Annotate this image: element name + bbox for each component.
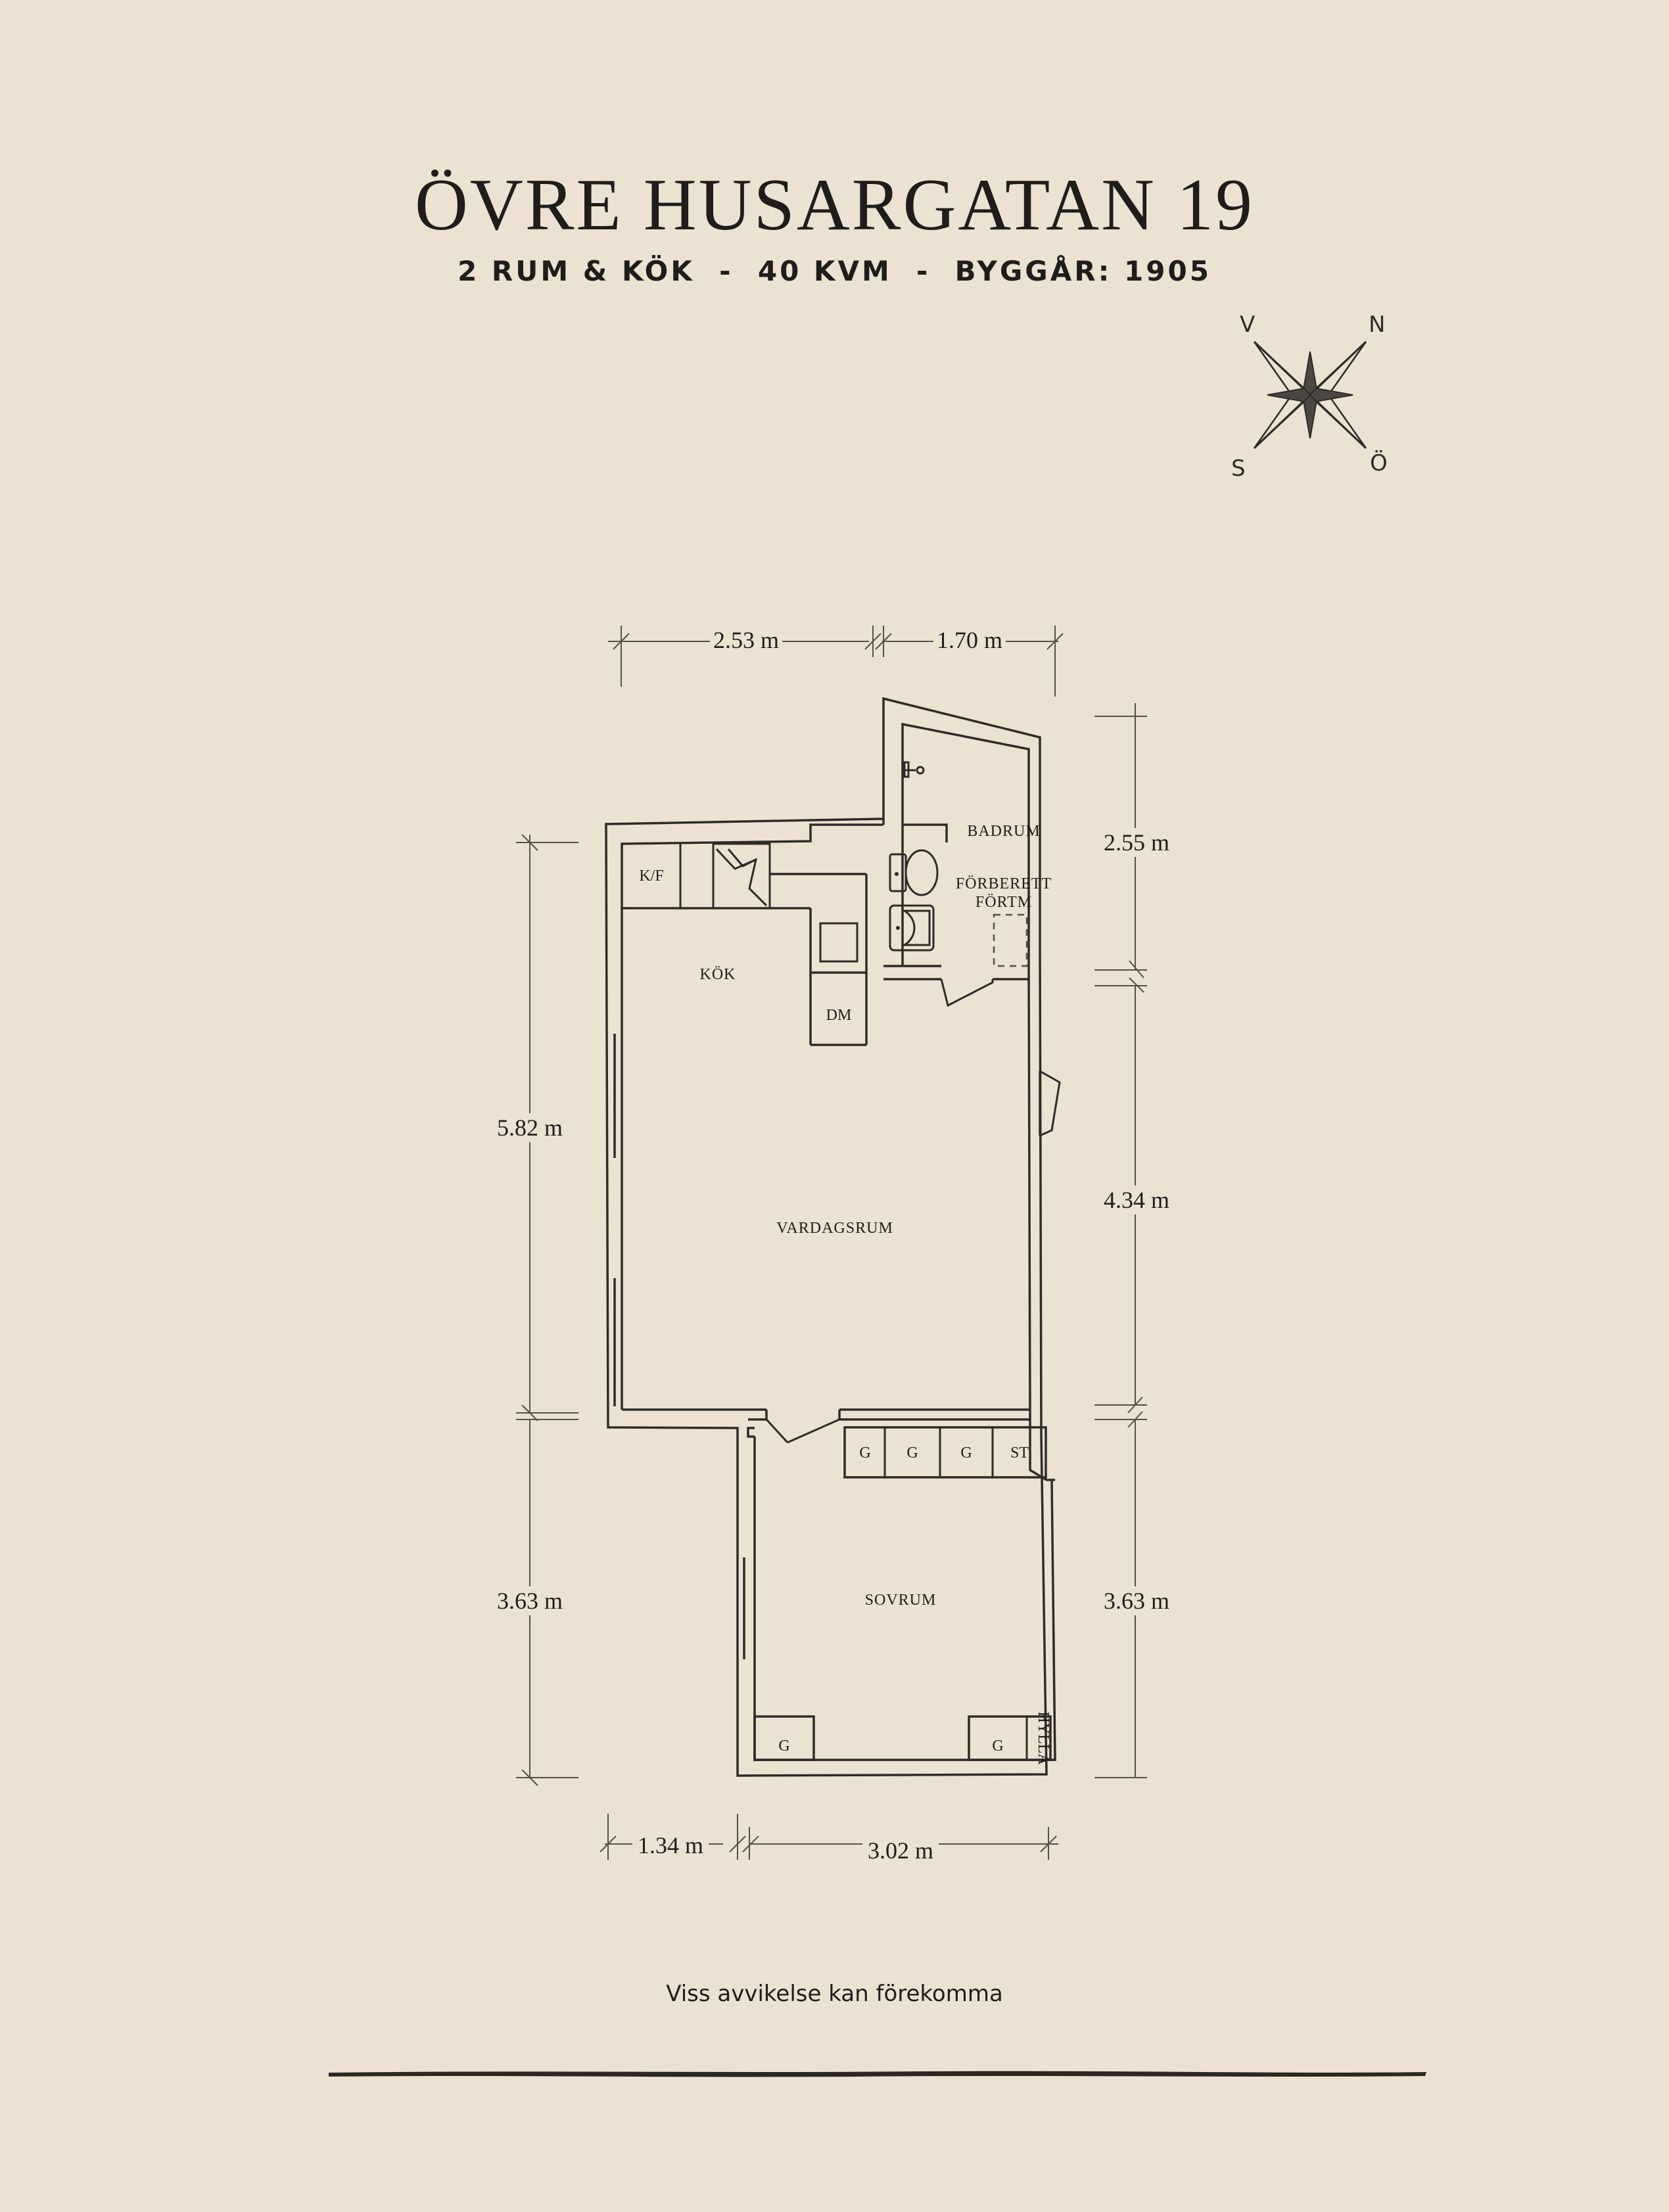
dimension-top-right: 1.70 m	[937, 627, 1002, 653]
dimension-top-left: 2.53 m	[713, 627, 779, 653]
fixture-st: ST	[1010, 1444, 1029, 1462]
compass-east-label: Ö	[1370, 449, 1388, 476]
room-label-forberett: FÖRBERETT	[956, 875, 1052, 892]
kitchen-fixtures	[622, 842, 868, 1046]
dimension-right-top: 2.55 m	[1104, 829, 1169, 856]
compass-west-label: V	[1240, 311, 1255, 338]
compass-north-label: N	[1369, 311, 1385, 338]
fixture-g1: G	[859, 1444, 870, 1462]
exterior-walls	[605, 697, 1061, 1777]
dimension-left-bottom: 3.63 m	[497, 1588, 563, 1614]
room-label-badrum: BADRUM	[967, 823, 1040, 840]
bathroom	[883, 761, 1029, 1007]
decorative-brush-line	[329, 2071, 1426, 2077]
fixture-dm: DM	[826, 1007, 852, 1024]
dimension-right-mid: 4.34 m	[1104, 1187, 1169, 1213]
disclaimer-text: Viss avvikelse kan förekomma	[666, 1981, 1003, 2007]
fixture-g3: G	[960, 1444, 972, 1462]
page-title: ÖVRE HUSARGATAN 19	[414, 164, 1255, 246]
room-label-fortm: FÖRTM	[976, 894, 1032, 911]
fixture-g2: G	[906, 1444, 918, 1462]
dimension-lines	[516, 626, 1147, 1860]
fixture-hylla: HYLLA	[1035, 1711, 1052, 1765]
fixture-g4: G	[778, 1738, 789, 1755]
room-label-kok: KÖK	[700, 966, 736, 983]
page-subtitle: 2 RUM & KÖK - 40 KVM - BYGGÅR: 1905	[458, 255, 1211, 287]
room-label-vardagsrum: VARDAGSRUM	[776, 1220, 893, 1237]
fixture-kf: K/F	[639, 867, 663, 885]
room-label-sovrum: SOVRUM	[865, 1592, 937, 1609]
fixture-g5: G	[992, 1738, 1003, 1755]
bedroom-fixtures	[753, 1426, 1052, 1761]
compass-south-label: S	[1231, 455, 1246, 482]
dimension-bottom-right: 3.02 m	[868, 1837, 933, 1864]
dimension-left-mid: 5.82 m	[497, 1115, 563, 1141]
dimension-bottom-left: 1.34 m	[638, 1832, 703, 1858]
compass-rose-icon	[1253, 340, 1367, 449]
dimension-right-bottom: 3.63 m	[1104, 1588, 1169, 1614]
